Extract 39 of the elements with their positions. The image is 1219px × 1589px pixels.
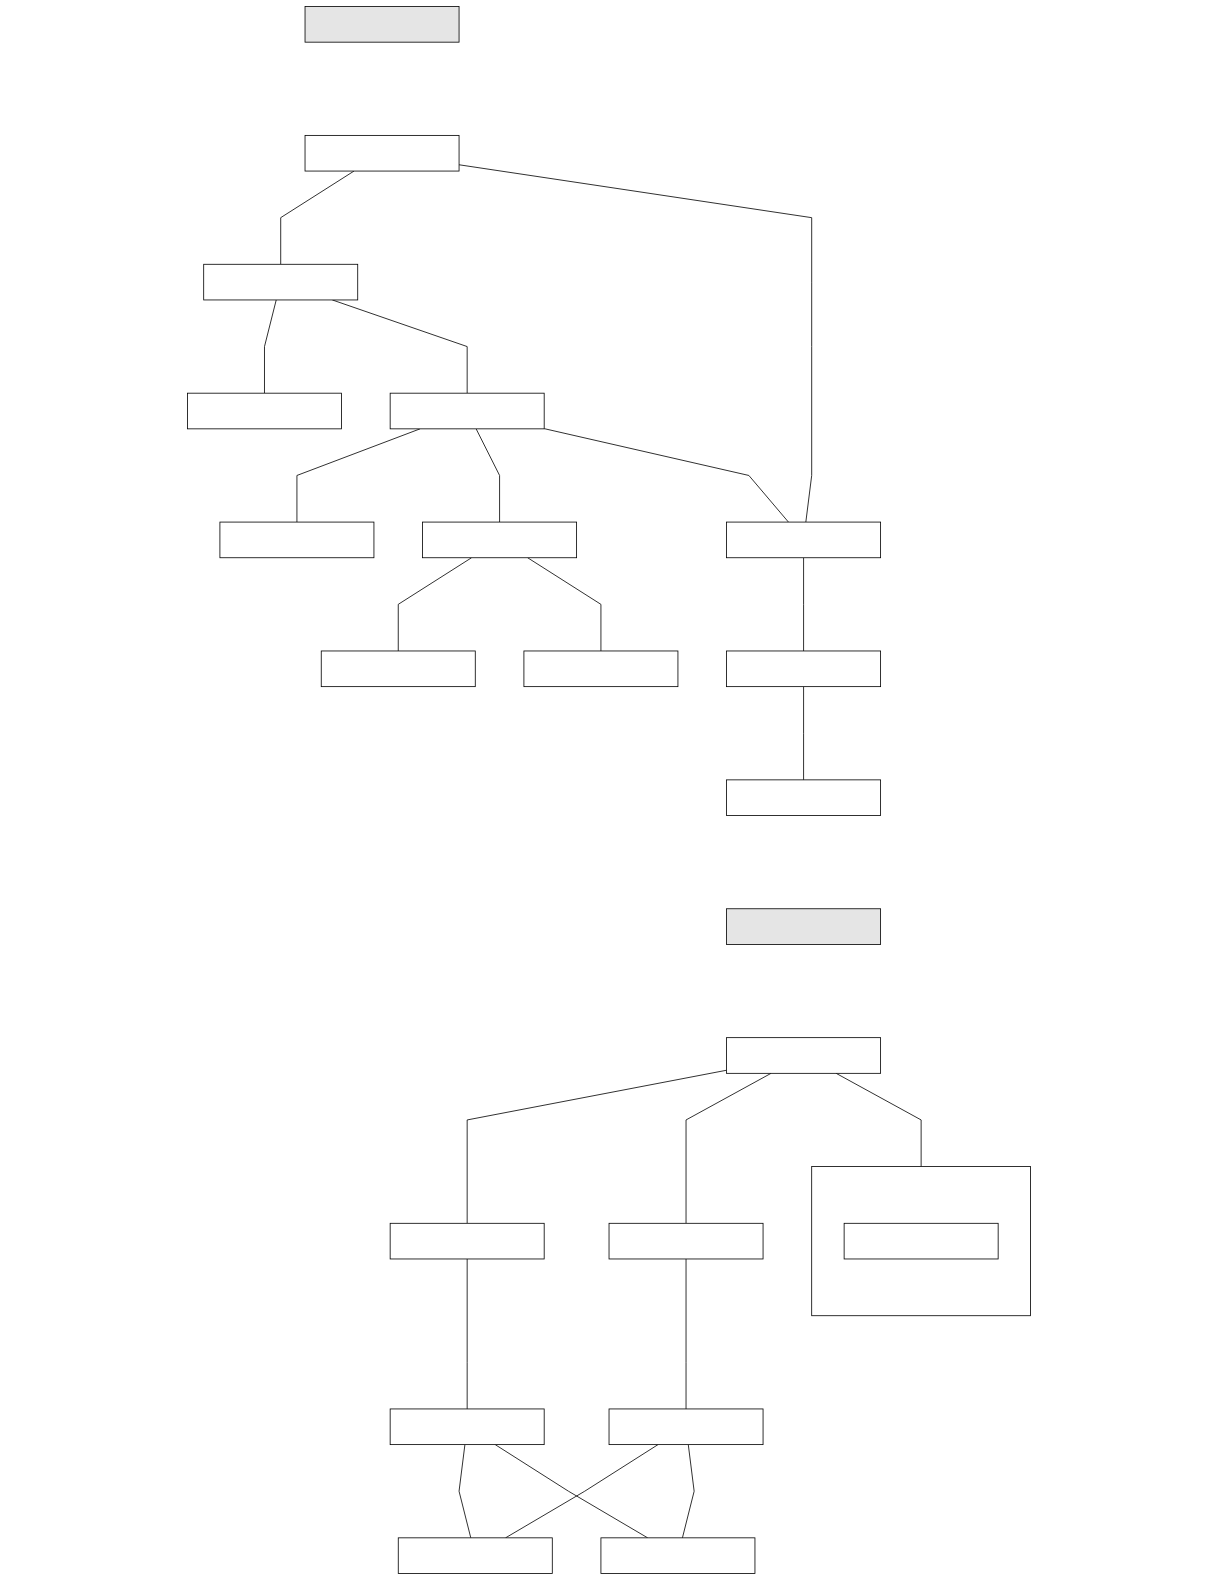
- process-box: [203, 263, 359, 301]
- process-box: [726, 650, 882, 688]
- connector-line: [803, 686, 805, 781]
- connector-line: [686, 1258, 687, 1410]
- connector-line: [297, 428, 421, 523]
- connector-line: [280, 170, 355, 265]
- process-box: [219, 521, 375, 559]
- process-box: [305, 135, 460, 172]
- connector-line: [544, 428, 790, 523]
- process-box: [398, 1537, 554, 1574]
- connector-line: [398, 557, 473, 652]
- process-box: [844, 1222, 1000, 1260]
- connector-line: [476, 428, 501, 523]
- connector-line: [686, 1072, 772, 1224]
- process-box: [601, 1537, 756, 1574]
- connector-line: [467, 1258, 469, 1410]
- process-box: [390, 1408, 546, 1445]
- process-box: [390, 1222, 546, 1260]
- process-box: [726, 1037, 882, 1074]
- connector-line: [803, 557, 805, 652]
- connector-line: [459, 164, 813, 523]
- connector-line: [332, 299, 469, 394]
- connector-line: [467, 1069, 728, 1224]
- header-box: [305, 6, 460, 43]
- process-box: [187, 392, 343, 430]
- process-box: [726, 779, 882, 816]
- connector-line: [459, 1444, 472, 1539]
- process-box: [609, 1408, 764, 1445]
- connector-line: [264, 299, 278, 394]
- process-box: [390, 392, 546, 430]
- connector-line: [682, 1444, 696, 1539]
- connector-line: [527, 557, 602, 652]
- process-box: [726, 521, 882, 559]
- process-box: [321, 650, 477, 688]
- connector-line: [836, 1072, 922, 1167]
- process-box: [609, 1222, 764, 1260]
- process-box: [422, 521, 578, 559]
- header-box: [726, 908, 882, 945]
- process-box: [523, 650, 679, 688]
